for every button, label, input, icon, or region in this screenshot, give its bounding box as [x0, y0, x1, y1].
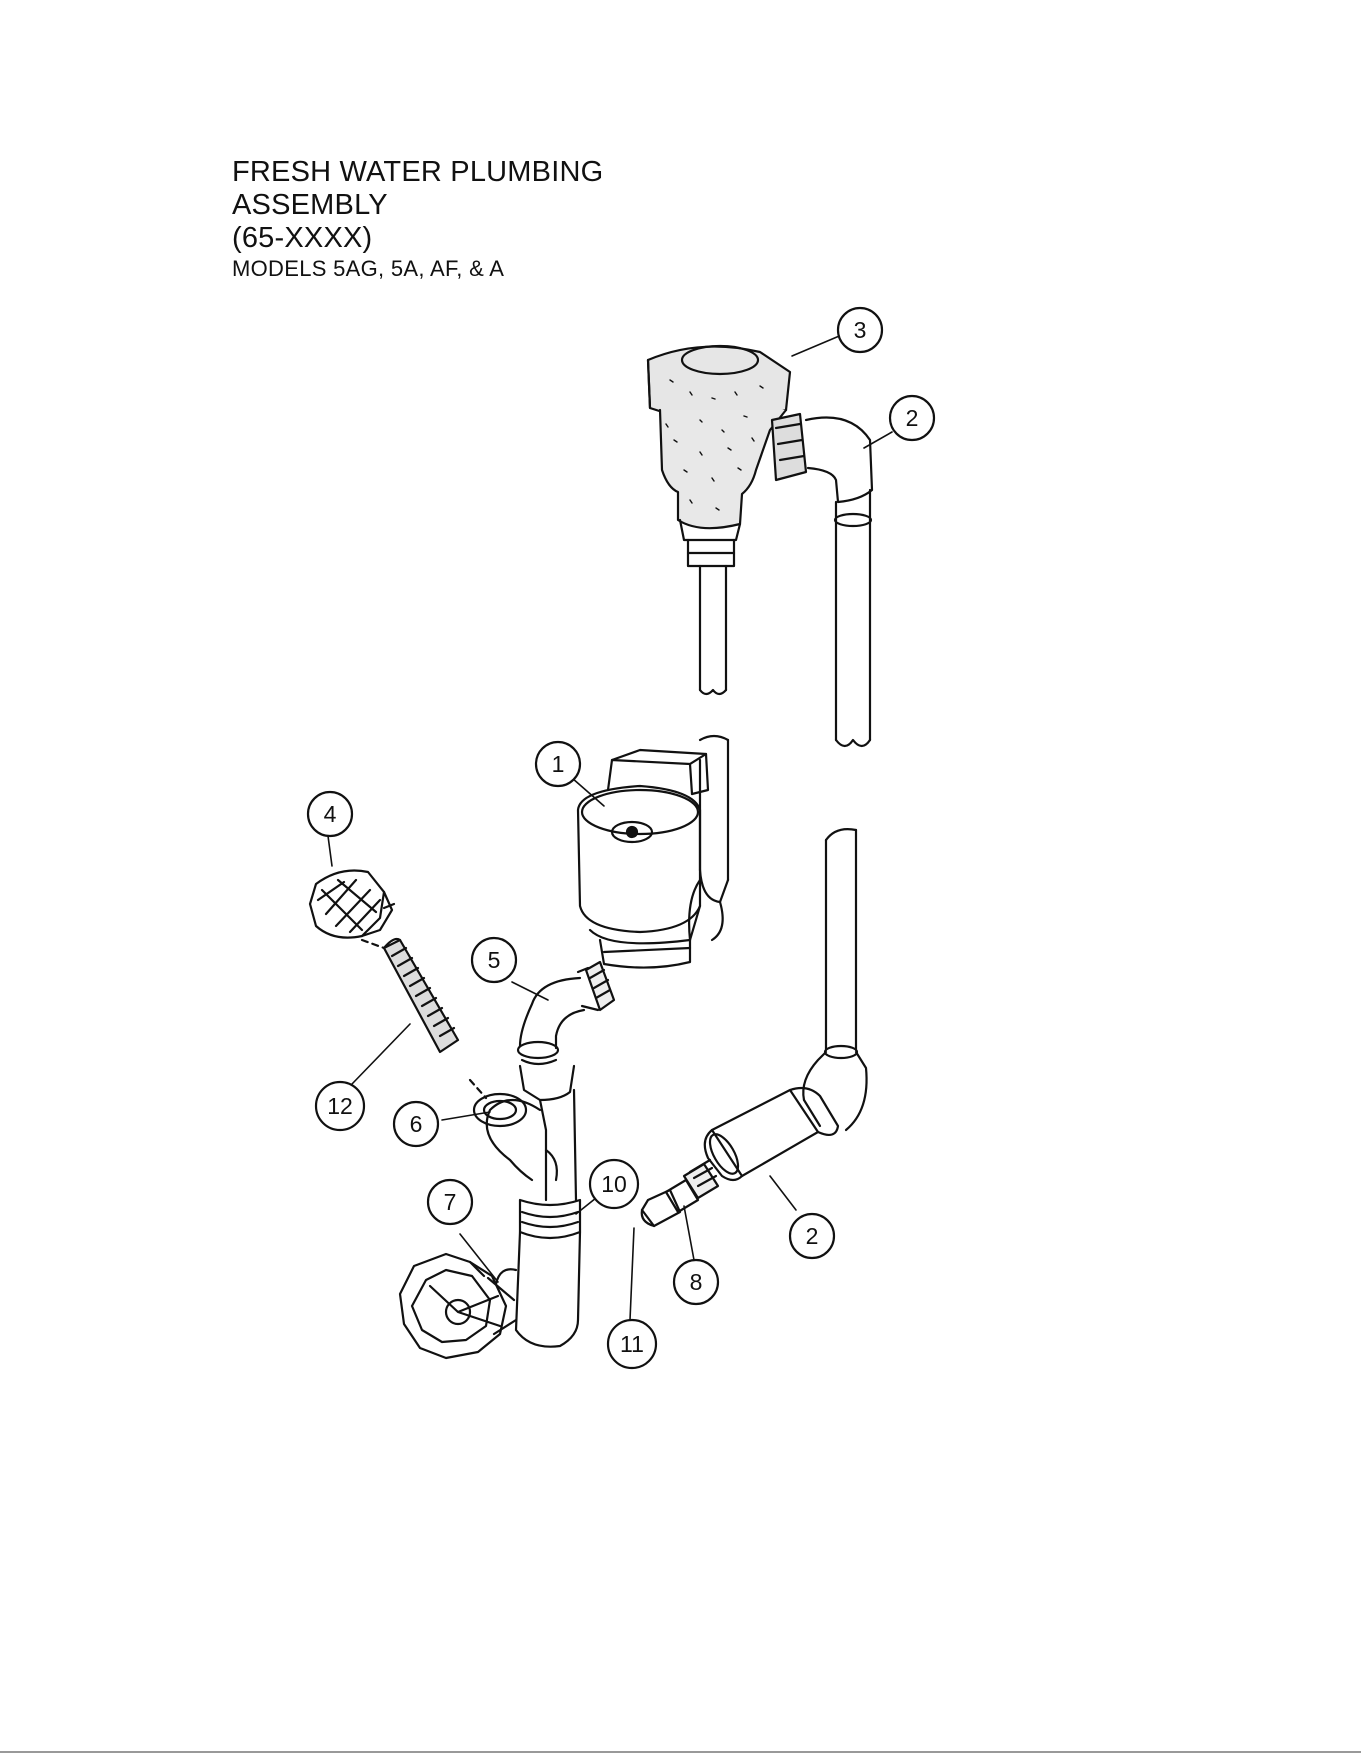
part-1-pump — [578, 736, 728, 968]
right-pipe — [803, 829, 866, 1130]
callout-2-lower: 2 — [790, 1214, 834, 1258]
callout-10: 10 — [590, 1160, 638, 1208]
callout-label: 1 — [552, 751, 565, 777]
part-7-valve — [400, 1232, 580, 1358]
callout-label: 6 — [410, 1111, 423, 1137]
part-3-valve — [648, 346, 806, 566]
callout-label: 2 — [806, 1223, 819, 1249]
part-2-lower-check-valve — [704, 1088, 838, 1180]
part-2-upper-elbow — [806, 418, 872, 527]
callout-label: 7 — [444, 1189, 457, 1215]
part-4-cap — [310, 871, 394, 938]
part-11-nipple — [642, 1190, 680, 1226]
callout-7: 7 — [428, 1180, 472, 1224]
part-8-fitting — [666, 1160, 718, 1212]
callout-label: 11 — [620, 1331, 644, 1357]
callout-3: 3 — [838, 308, 882, 352]
callout-12: 12 — [316, 1082, 364, 1130]
callout-label: 5 — [488, 947, 501, 973]
callout-label: 8 — [690, 1269, 703, 1295]
callout-4: 4 — [308, 792, 352, 836]
callout-1: 1 — [536, 742, 580, 786]
callout-label: 4 — [324, 801, 337, 827]
callout-label: 2 — [906, 405, 919, 431]
callout-label: 3 — [854, 317, 867, 343]
callout-11: 11 — [608, 1320, 656, 1368]
callout-6: 6 — [394, 1102, 438, 1146]
part-5-elbow — [518, 962, 614, 1064]
callout-label: 12 — [327, 1093, 353, 1119]
part-6-tee — [470, 1066, 580, 1238]
callout-8: 8 — [674, 1260, 718, 1304]
callout-2-upper: 2 — [890, 396, 934, 440]
callout-5: 5 — [472, 938, 516, 982]
callout-label: 10 — [601, 1171, 627, 1197]
part-12-strainer — [362, 939, 458, 1052]
